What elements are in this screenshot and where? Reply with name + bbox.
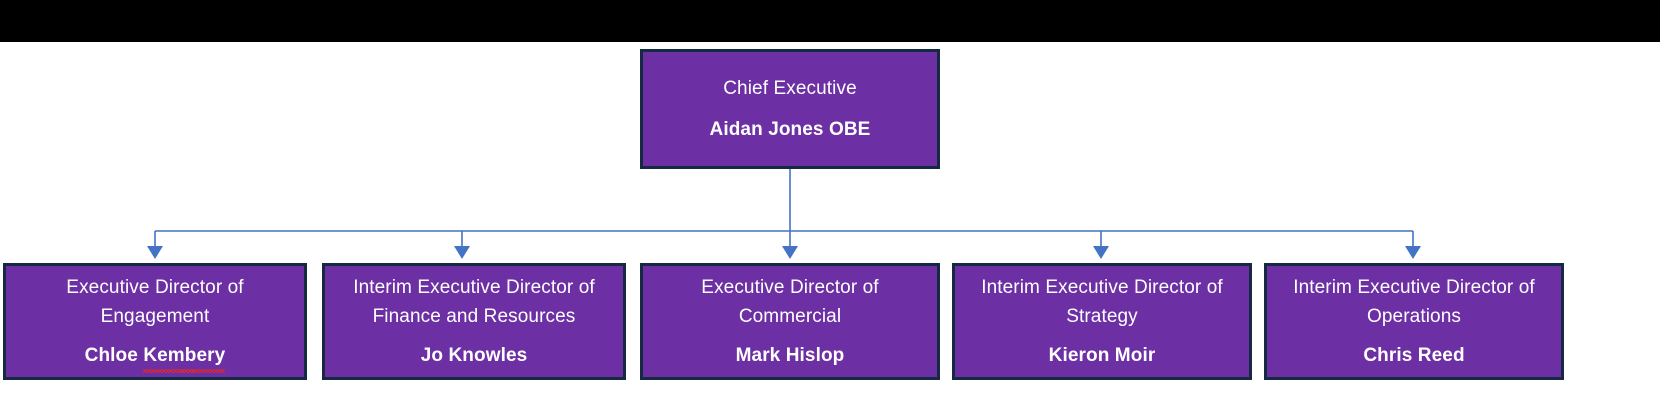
org-node-commercial[interactable]: Executive Director of Commercial Mark Hi… [640, 263, 940, 380]
org-node-person: Chris Reed [1363, 345, 1465, 366]
org-node-finance-and-resources[interactable]: Interim Executive Director of Finance an… [322, 263, 626, 380]
org-node-role-line-2: Strategy [1066, 306, 1138, 327]
org-node-strategy[interactable]: Interim Executive Director of Strategy K… [952, 263, 1252, 380]
org-node-operations[interactable]: Interim Executive Director of Operations… [1264, 263, 1564, 380]
org-node-chief-executive[interactable]: Chief Executive Aidan Jones OBE [640, 49, 940, 169]
org-node-engagement[interactable]: Executive Director of Engagement Chloe K… [3, 263, 307, 380]
org-node-role-line-2: Finance and Resources [372, 306, 576, 327]
top-black-band [0, 0, 1660, 42]
org-node-role-line-2: Operations [1367, 306, 1461, 327]
org-node-role-line-1: Interim Executive Director of [1293, 277, 1535, 298]
org-node-role: Executive Director of Commercial [693, 273, 886, 331]
org-node-role: Interim Executive Director of Finance an… [345, 273, 603, 331]
org-node-role-line-1: Executive Director of [66, 277, 244, 298]
org-node-role: Interim Executive Director of Strategy [973, 273, 1231, 331]
arrowhead-icon-2 [454, 246, 470, 259]
org-node-role-line-1: Interim Executive Director of [353, 277, 595, 298]
arrowhead-icon-3 [782, 246, 798, 259]
org-node-person: Kieron Moir [1048, 345, 1156, 366]
org-node-person-first: Chloe [84, 345, 144, 366]
org-node-role-line-1: Interim Executive Director of [981, 277, 1223, 298]
org-node-role-line-2: Commercial [738, 306, 842, 327]
org-node-person: Mark Hislop [735, 345, 845, 366]
org-node-role: Chief Executive [723, 78, 857, 99]
arrowhead-icon-5 [1405, 246, 1421, 259]
org-node-role: Interim Executive Director of Operations [1285, 273, 1543, 331]
org-node-role: Executive Director of Engagement [58, 273, 251, 331]
org-node-person: Jo Knowles [420, 345, 528, 366]
org-node-role-line-2: Engagement [100, 306, 210, 327]
org-node-person: Aidan Jones OBE [709, 119, 871, 140]
org-node-person: Chloe Kembery [77, 341, 234, 373]
arrowhead-icon-1 [147, 246, 163, 259]
arrowhead-icon-4 [1093, 246, 1109, 259]
org-node-role-line-1: Executive Director of [701, 277, 879, 298]
org-node-person-misspelled: Kembery [143, 341, 226, 373]
